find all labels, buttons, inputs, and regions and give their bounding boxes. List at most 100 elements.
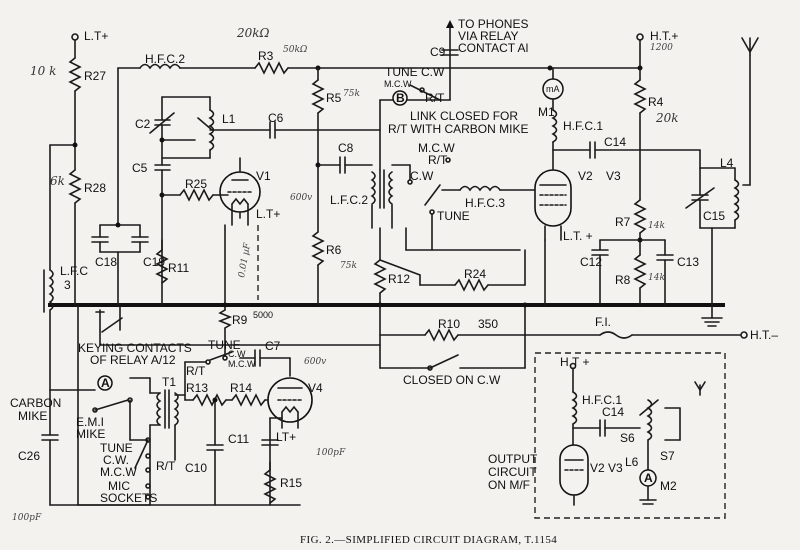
- lfc3-label-a: L.F.C: [60, 264, 88, 278]
- to-phones-label: TO PHONES: [458, 17, 528, 31]
- c6-label: C6: [268, 111, 284, 125]
- mic-switch: [134, 437, 151, 500]
- r9-value: 5000: [253, 310, 273, 320]
- r10-label: R10: [438, 317, 460, 331]
- c14b-label: C14: [602, 405, 624, 419]
- cw-2-label: C.W: [410, 169, 434, 183]
- cw-4-label: C.W.: [103, 453, 129, 467]
- lfc2: [370, 99, 394, 229]
- r15-label: R15: [280, 476, 302, 490]
- link-closed-label-2: R/T WITH CARBON MIKE: [388, 122, 528, 136]
- m2-label: M2: [660, 479, 677, 493]
- r10-value: 350: [478, 317, 498, 331]
- c11-r15: [77, 417, 301, 506]
- r11-label: R11: [168, 261, 189, 275]
- meter-b-label: B: [396, 91, 405, 105]
- s7-label: S7: [660, 449, 675, 463]
- contact-a1-label: CONTACT Al: [458, 41, 528, 55]
- hfc3-label: H.F.C.3: [465, 196, 505, 210]
- v1-label: V1: [256, 169, 271, 183]
- r13-label: R13: [186, 381, 208, 395]
- hfc3: [441, 185, 536, 192]
- c13-label: C13: [677, 255, 699, 269]
- v2-label: V2: [578, 169, 593, 183]
- ht-minus-label: H.T.–: [750, 328, 778, 342]
- t1-transformer: [129, 377, 186, 506]
- meter-a-label: A: [101, 376, 110, 390]
- c12-label: C12: [580, 255, 602, 269]
- m1-hfc1: [542, 67, 564, 151]
- earth-symbol: [701, 304, 723, 327]
- c5-label: C5: [132, 161, 148, 175]
- v1-tube: [219, 157, 261, 226]
- hfc1b-label: H.F.C.1: [582, 393, 622, 407]
- output-label-2: CIRCUIT: [488, 465, 537, 479]
- hand-r7-value: 14k: [648, 221, 665, 231]
- c26-label: C26: [18, 449, 40, 463]
- r3-label: R3: [258, 49, 274, 63]
- via-relay-label: VIA RELAY: [458, 29, 518, 43]
- l4-label: L4: [720, 156, 734, 170]
- r4-r7-r8: [633, 67, 647, 306]
- lt-plus-v1-label: L.T+: [256, 207, 280, 221]
- tune-4-label: TUNE: [100, 441, 133, 455]
- link-switch-b: [379, 20, 459, 106]
- hand-cap-note: 100pF: [316, 448, 346, 458]
- c15-label: C15: [703, 209, 725, 223]
- hand-r3-value: 20kΩ: [236, 26, 270, 40]
- r5-r6: [311, 67, 325, 306]
- v3-label: V3: [606, 169, 621, 183]
- tune-3-label: TUNE: [208, 338, 241, 352]
- text-labels: L.T+ R27 R28 L.F.C 3 H.F.C.2 R3 C2 L1 C5…: [10, 17, 778, 505]
- carbon-label: CARBON: [10, 396, 61, 410]
- hfc2-label: H.F.C.2: [145, 52, 185, 66]
- v4-label: V4: [308, 381, 323, 395]
- c10-label: C10: [185, 461, 207, 475]
- s6-label: S6: [620, 431, 635, 445]
- tune-cw-label: TUNE C.W: [385, 65, 445, 79]
- output-label-1: OUTPUT: [488, 452, 538, 466]
- output-tank: [685, 37, 759, 306]
- r10-line: [224, 304, 748, 371]
- mic-label: MIC: [108, 479, 130, 493]
- tune-2-label: TUNE: [437, 209, 470, 223]
- c8: [317, 156, 373, 174]
- hand-r6-value: 75k: [340, 261, 357, 271]
- r25: [161, 188, 229, 202]
- c19-label: C19: [143, 255, 165, 269]
- hand-side-note: 0.01 µF: [237, 242, 253, 279]
- hand-c7-value: 600v: [304, 357, 326, 367]
- mcw-4-label: M.C.W: [100, 465, 137, 479]
- cw-3-label: C.W: [228, 349, 246, 359]
- fi-label: F.I.: [595, 315, 611, 329]
- hand-r3-value-2: 50kΩ: [283, 45, 308, 55]
- r7-label: R7: [615, 215, 631, 229]
- top-rail: [117, 33, 644, 226]
- r28-label: R28: [84, 181, 106, 195]
- tune-switch-2: [184, 344, 291, 401]
- r27-label: R27: [84, 69, 106, 83]
- l6-label: L6: [625, 455, 639, 469]
- c11-label: C11: [228, 432, 249, 446]
- lfc3-label-b: 3: [64, 278, 71, 292]
- hfc1-label: H.F.C.1: [563, 119, 603, 133]
- closed-on-cw-label: CLOSED ON C.W: [403, 373, 501, 387]
- ht-plus-top-label: H.T.+: [650, 29, 678, 43]
- meter-a-switch: [92, 375, 149, 441]
- c2-label: C2: [135, 117, 151, 131]
- r-t-2-label: R/T: [428, 153, 448, 167]
- meter-a2-label: A: [644, 471, 653, 485]
- v2-v3-tube: [534, 149, 572, 241]
- c6: [209, 121, 381, 139]
- r25-label: R25: [185, 177, 207, 191]
- sockets-label: SOCKETS: [100, 491, 157, 505]
- t1-label: T1: [162, 375, 176, 389]
- figure-caption: FIG. 2.—SIMPLIFIED CIRCUIT DIAGRAM, T.11…: [300, 534, 557, 546]
- keying-contacts: [77, 304, 226, 506]
- v4-tube: [267, 377, 313, 429]
- hand-ht-value: 1200: [650, 43, 673, 53]
- r9-label: R9: [232, 313, 248, 327]
- ma-label: mA: [546, 84, 560, 94]
- mcw-3-label: M.C.W: [228, 359, 256, 369]
